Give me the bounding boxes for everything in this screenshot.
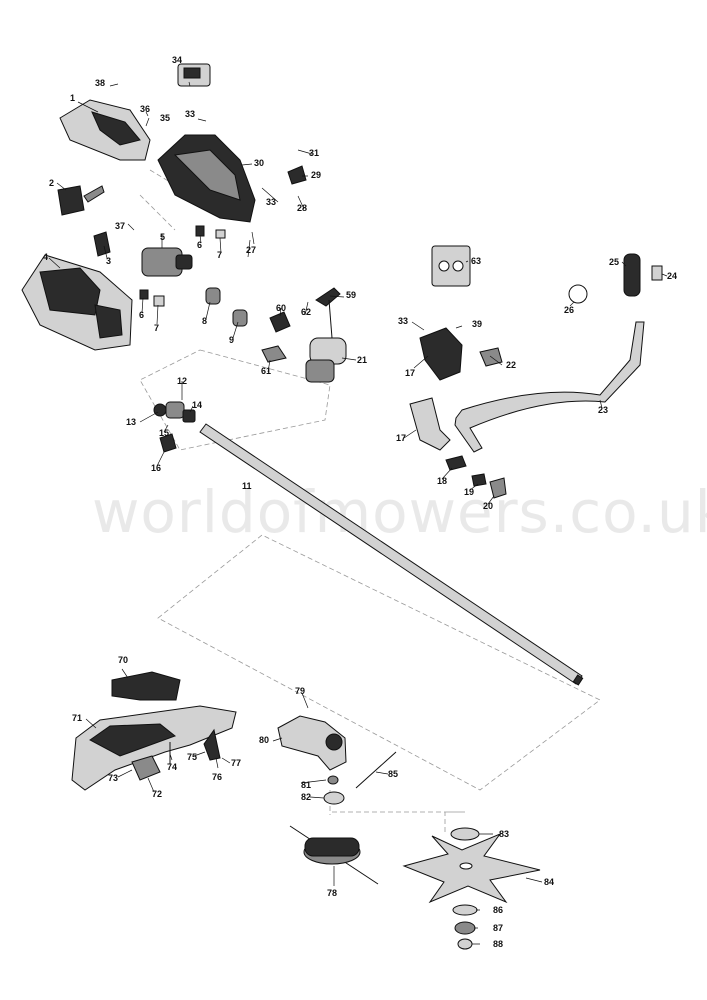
callout-35: 35 (160, 113, 170, 123)
callout-6b: 6 (197, 240, 202, 250)
callout-78: 78 (327, 888, 337, 898)
callout-5: 5 (160, 232, 165, 242)
callout-33a: 33 (266, 197, 276, 207)
callout-82: 82 (301, 792, 311, 802)
callout-7b: 7 (217, 250, 222, 260)
callout-14: 14 (192, 400, 202, 410)
watermark: worldofmowers.co.uk (92, 478, 707, 546)
callout-63: 63 (471, 256, 481, 266)
callout-39: 39 (472, 319, 482, 329)
blade-part (402, 832, 541, 904)
label-decal-part (431, 245, 471, 287)
callout-86: 86 (493, 905, 503, 915)
main-housing-part (157, 134, 256, 223)
callout-33b: 33 (185, 109, 195, 119)
callout-21: 21 (357, 355, 367, 365)
callout-8: 8 (202, 316, 207, 326)
callout-79: 79 (295, 686, 305, 696)
callout-18: 18 (437, 476, 447, 486)
callout-36: 36 (140, 104, 150, 114)
callout-9: 9 (229, 335, 234, 345)
callout-88: 88 (493, 939, 503, 949)
gearbox-part (277, 715, 397, 805)
callout-20: 20 (483, 501, 493, 511)
callout-22: 22 (506, 360, 516, 370)
callout-2: 2 (49, 178, 54, 188)
callout-80: 80 (259, 735, 269, 745)
coupling-part (153, 401, 196, 453)
handle-grip-part (409, 327, 507, 499)
callout-77: 77 (231, 758, 241, 768)
callout-33c: 33 (398, 316, 408, 326)
callout-75: 75 (187, 752, 197, 762)
trimmer-head-part (289, 825, 379, 885)
bracket-part (93, 231, 111, 257)
callout-3: 3 (106, 256, 111, 266)
battery-module-part (177, 63, 211, 87)
callout-13: 13 (126, 417, 136, 427)
callout-15: 15 (159, 428, 169, 438)
assembly-guide-lines (139, 169, 601, 832)
callout-61: 61 (261, 366, 271, 376)
callout-76: 76 (212, 772, 222, 782)
washer-nut-parts (450, 827, 480, 950)
callout-34: 34 (172, 55, 182, 65)
callout-19: 19 (464, 487, 474, 497)
callout-1: 1 (70, 93, 75, 103)
callout-85: 85 (388, 769, 398, 779)
callout-28: 28 (297, 203, 307, 213)
callout-31: 31 (309, 148, 319, 158)
callout-6a: 6 (139, 310, 144, 320)
callout-84: 84 (544, 877, 554, 887)
callout-16: 16 (151, 463, 161, 473)
callout-30: 30 (254, 158, 264, 168)
guard-part (71, 671, 237, 791)
callout-71: 71 (72, 713, 82, 723)
lower-housing-part (21, 254, 133, 351)
callout-25: 25 (609, 257, 619, 267)
callout-60: 60 (276, 303, 286, 313)
switch-part (57, 185, 105, 216)
callout-7a: 7 (154, 323, 159, 333)
callout-62: 62 (301, 307, 311, 317)
callout-26: 26 (564, 305, 574, 315)
callout-29: 29 (311, 170, 321, 180)
callout-37: 37 (115, 221, 125, 231)
callout-38: 38 (95, 78, 105, 88)
callout-27: 27 (246, 245, 256, 255)
callout-70: 70 (118, 655, 128, 665)
rear-cover-part (59, 99, 151, 161)
callout-11: 11 (242, 481, 252, 491)
callout-17a: 17 (405, 368, 415, 378)
callout-72: 72 (152, 789, 162, 799)
callout-4: 4 (43, 252, 48, 262)
drive-shaft-part (199, 423, 584, 686)
motor-part (141, 247, 193, 277)
callout-83: 83 (499, 829, 509, 839)
callout-87: 87 (493, 923, 503, 933)
small-clips (139, 165, 307, 363)
callout-59: 59 (346, 290, 356, 300)
callout-23: 23 (598, 405, 608, 415)
callout-73: 73 (108, 773, 118, 783)
callout-74: 74 (167, 762, 177, 772)
callout-17b: 17 (396, 433, 406, 443)
callout-81: 81 (301, 780, 311, 790)
callout-24: 24 (667, 271, 677, 281)
leader-lines (48, 81, 668, 945)
callout-labels: 1 2 3 4 5 6 6 7 7 8 9 11 12 13 14 15 16 … (43, 55, 677, 949)
gear-head-part (305, 287, 347, 383)
callout-12: 12 (177, 376, 187, 386)
handle-part (454, 253, 663, 453)
